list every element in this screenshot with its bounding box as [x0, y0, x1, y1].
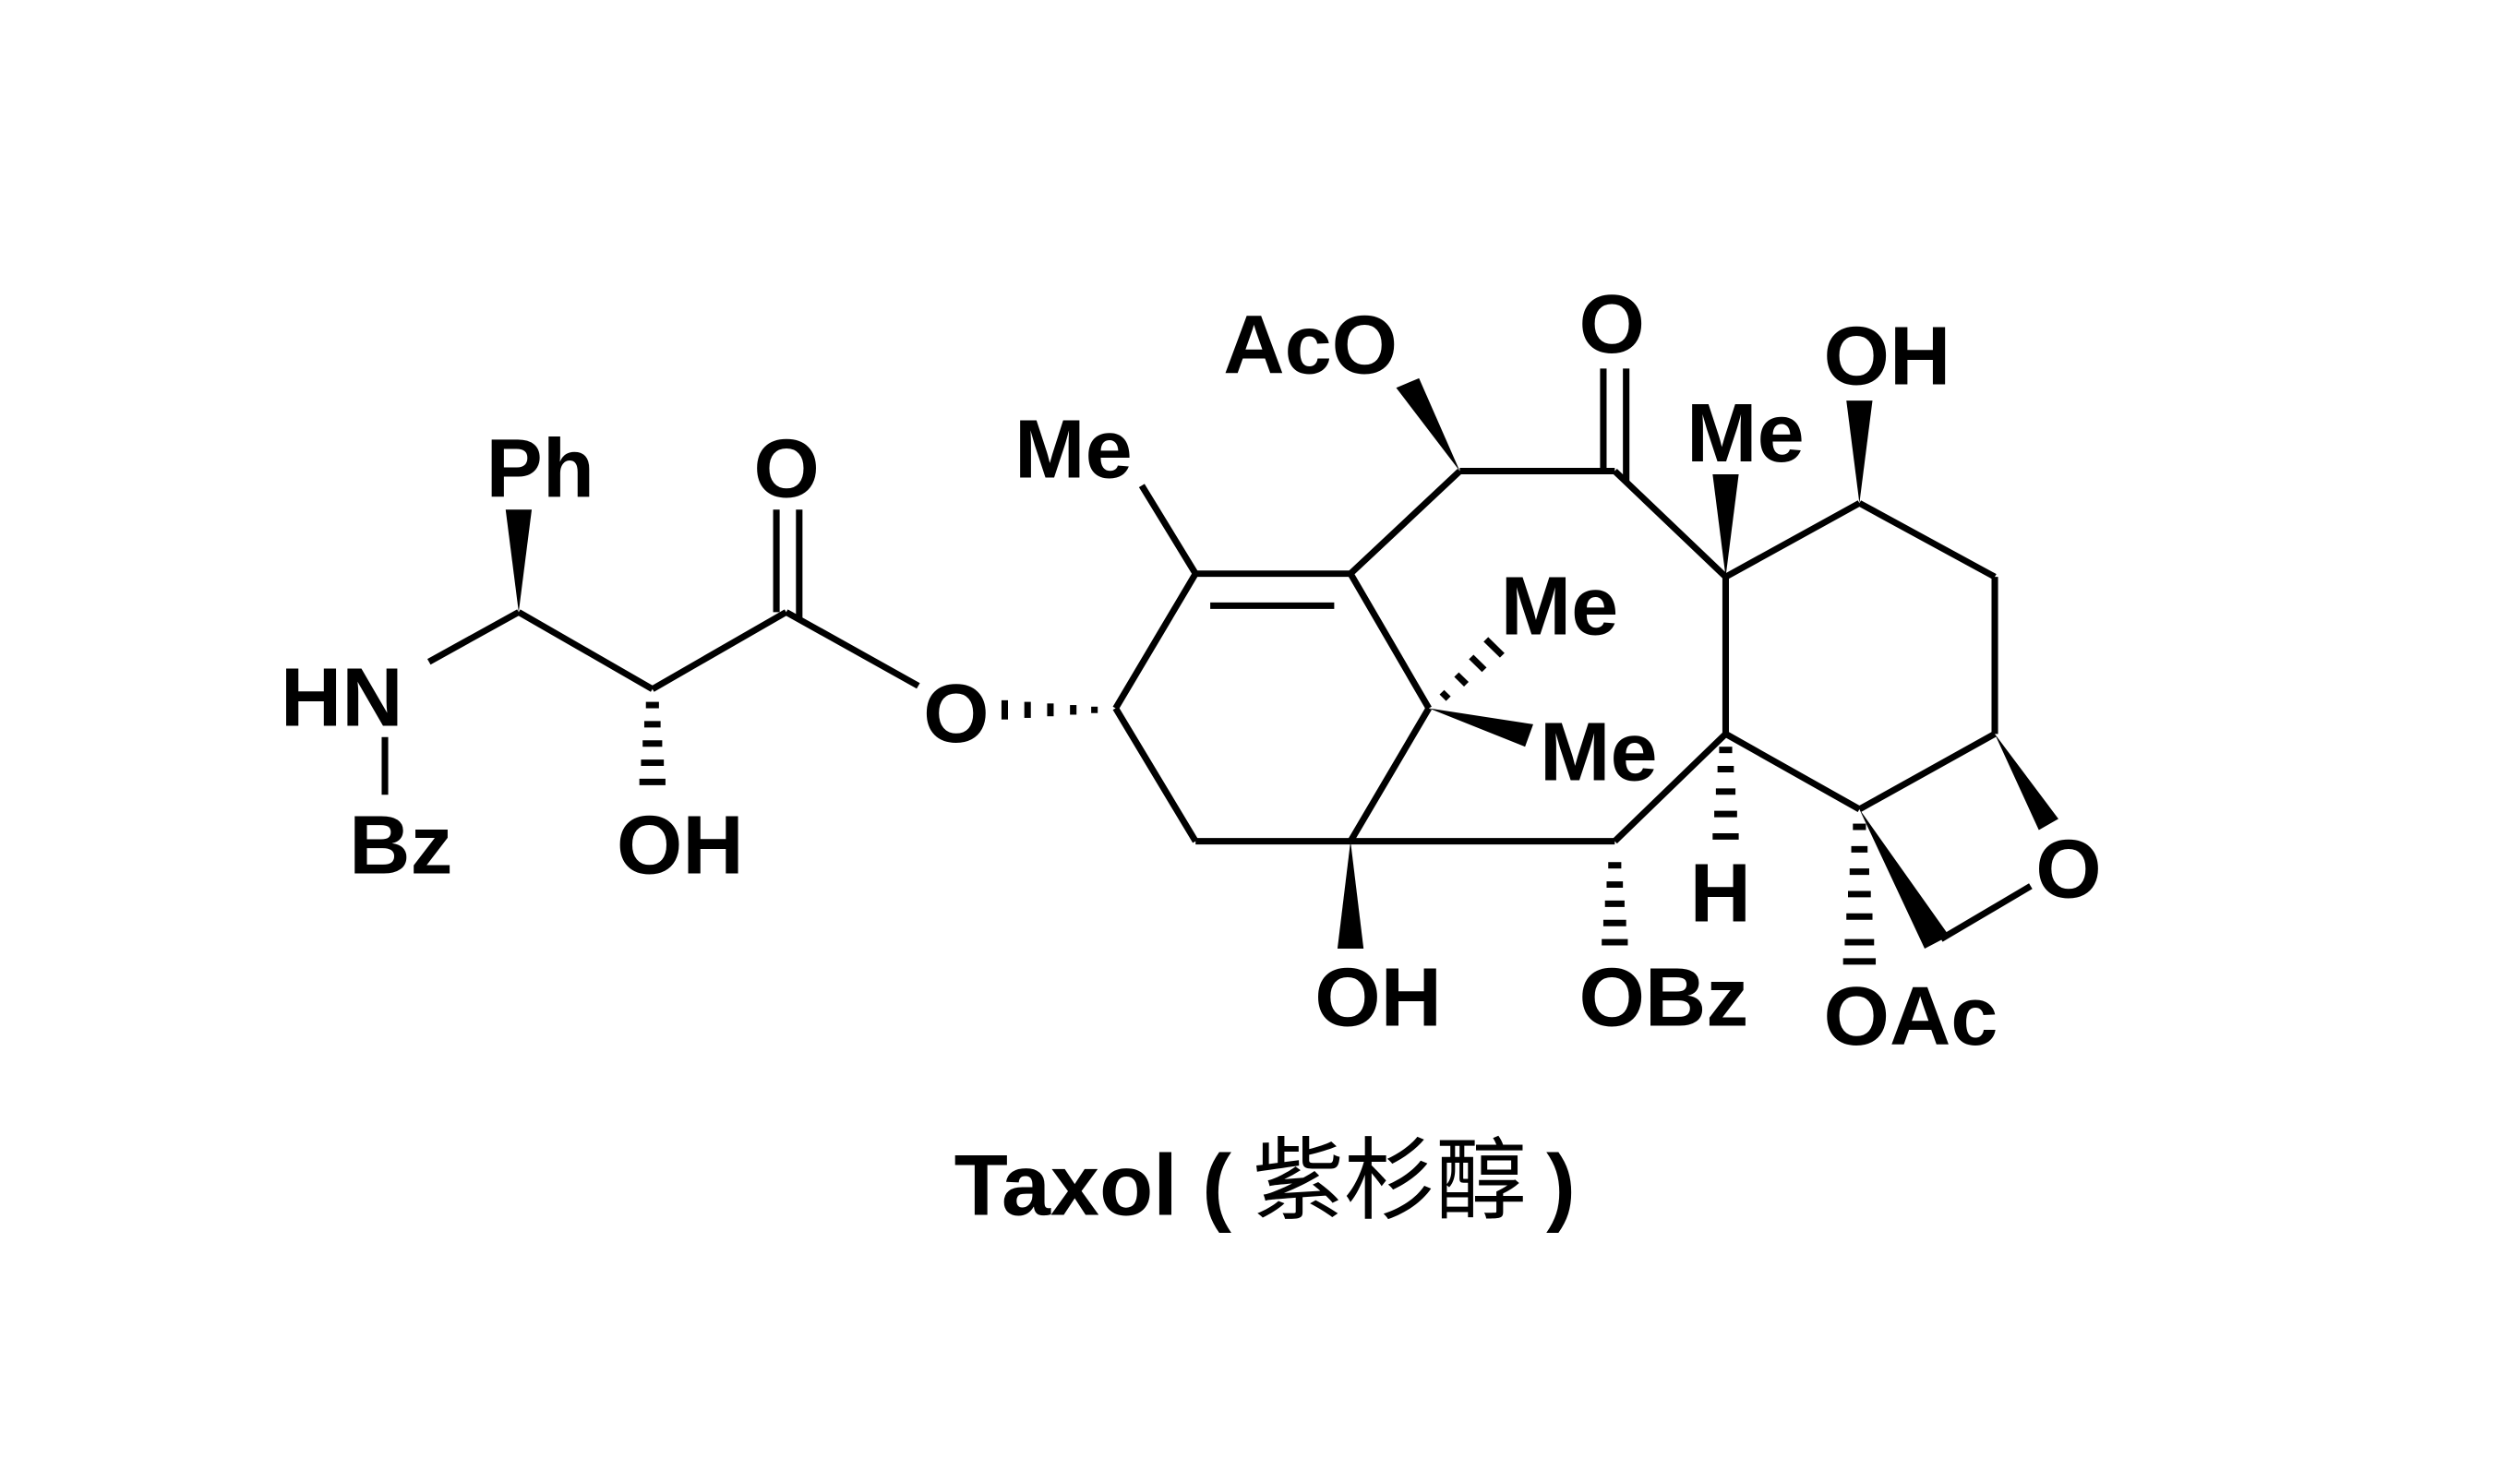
ring-d-oxetane — [1842, 734, 2058, 965]
label-me-gem2: Me — [1540, 706, 1658, 798]
caption-cjk: 紫杉醇 — [1253, 1129, 1527, 1234]
caption-close: ) — [1546, 1137, 1576, 1234]
side-chain — [381, 509, 920, 795]
ring-a — [1001, 484, 1533, 950]
label-obz: OBz — [1578, 951, 1748, 1044]
label-oh-side: OH — [617, 799, 744, 891]
label-carbonyl-o-side: O — [753, 423, 819, 515]
label-bz-n: Bz — [349, 799, 452, 891]
label-h-c3: H — [1690, 847, 1751, 939]
label-ph: Ph — [486, 423, 594, 515]
label-hn: HN — [281, 651, 403, 744]
label-oxetane-o: O — [2035, 823, 2101, 915]
label-aco: AcO — [1223, 299, 1398, 391]
atom-labels: Ph O HN Bz OH O Me AcO O Me Me Me OH OH … — [281, 279, 2102, 1063]
caption-latin: Taxol ( — [954, 1137, 1232, 1234]
label-oh-c1: OH — [1314, 951, 1442, 1044]
label-oh-c7: OH — [1823, 310, 1950, 402]
label-me-gem1: Me — [1501, 560, 1619, 652]
label-ester-o: O — [923, 668, 989, 760]
label-me-c18: Me — [1014, 403, 1133, 496]
ring-b — [1348, 368, 1739, 946]
caption: Taxol ( 紫杉醇 ) — [954, 1129, 1576, 1235]
ring-c — [1723, 400, 1998, 812]
label-oac: OAc — [1823, 971, 1998, 1063]
label-me-c8: Me — [1686, 388, 1805, 480]
label-ketone-o: O — [1578, 279, 1644, 371]
